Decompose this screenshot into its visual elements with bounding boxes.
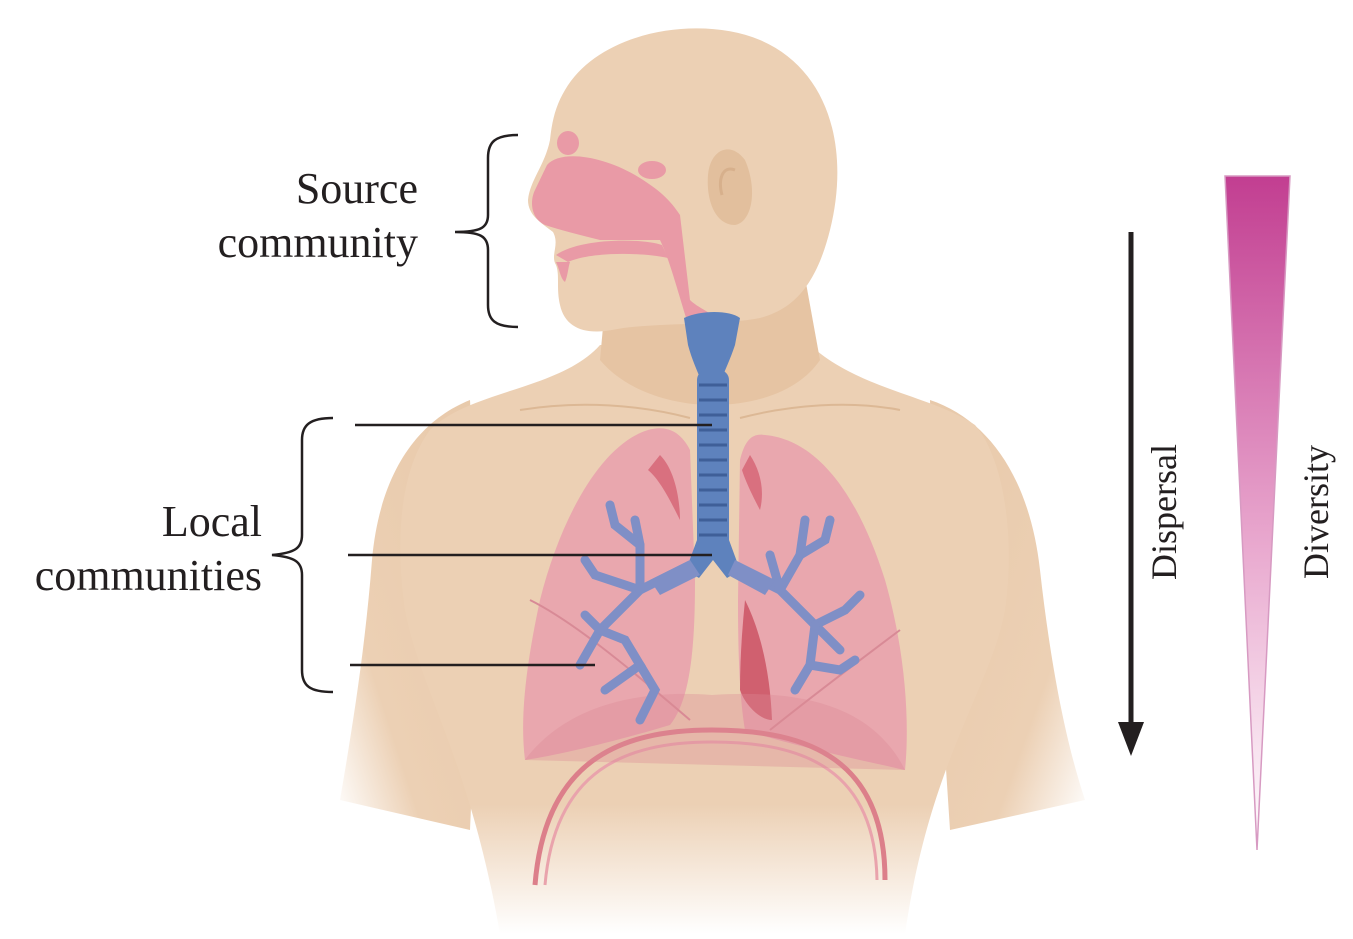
local-brace bbox=[272, 418, 333, 692]
down-arrow-icon bbox=[1118, 722, 1144, 756]
source-brace bbox=[455, 135, 518, 327]
local-label-line2: communities bbox=[35, 551, 262, 600]
local-label-line1: Local bbox=[162, 497, 262, 546]
dispersal-arrow bbox=[1118, 232, 1144, 756]
source-label-line1: Source bbox=[296, 164, 418, 213]
diversity-label: Diversity bbox=[1296, 445, 1336, 579]
diversity-gradient-wedge bbox=[1225, 176, 1290, 850]
sphenoid-sinus bbox=[638, 161, 666, 179]
dispersal-label: Dispersal bbox=[1144, 444, 1184, 580]
source-label-line2: community bbox=[218, 218, 418, 267]
frontal-sinus bbox=[557, 131, 579, 155]
